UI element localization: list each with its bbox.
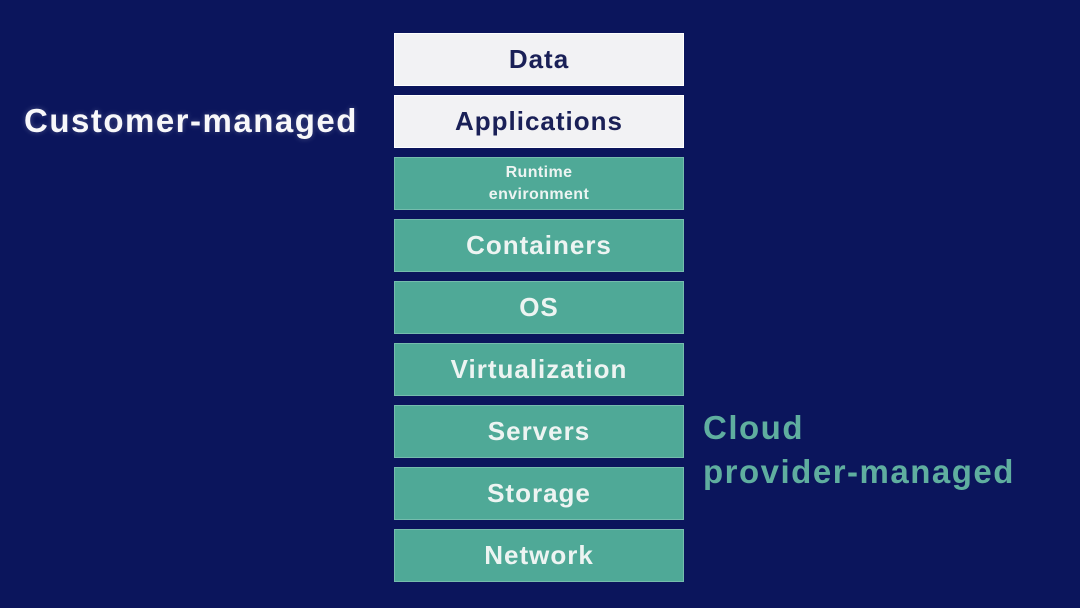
layer-label: Network bbox=[484, 540, 594, 570]
layer-label: Applications bbox=[454, 106, 623, 136]
layer-servers: Servers bbox=[394, 405, 684, 458]
layer-network: Network bbox=[394, 529, 684, 582]
layer-label: Runtime environment bbox=[488, 163, 590, 203]
layer-label: Virtualization bbox=[450, 354, 628, 384]
layer-containers: Containers bbox=[394, 219, 684, 272]
cloud-provider-managed-line1: Cloud bbox=[703, 409, 804, 446]
layer-runtime-environment: Runtime environment bbox=[394, 157, 684, 210]
cloud-provider-managed-label: Cloud provider-managed bbox=[703, 406, 1015, 494]
layer-data: Data bbox=[394, 33, 684, 86]
layer-label: Storage bbox=[487, 478, 591, 508]
layer-label: Containers bbox=[466, 230, 612, 260]
layer-os: OS bbox=[394, 281, 684, 334]
customer-managed-label: Customer-managed bbox=[24, 102, 358, 139]
layer-virtualization: Virtualization bbox=[394, 343, 684, 396]
layer-label: OS bbox=[519, 292, 559, 322]
cloud-provider-managed-line2: provider-managed bbox=[703, 453, 1015, 490]
layer-storage: Storage bbox=[394, 467, 684, 520]
layer-label: Data bbox=[508, 44, 570, 74]
layer-stack: Data Applications Runtime environment Co… bbox=[394, 33, 684, 582]
layer-applications: Applications bbox=[394, 95, 684, 148]
layer-label: Servers bbox=[487, 416, 591, 446]
